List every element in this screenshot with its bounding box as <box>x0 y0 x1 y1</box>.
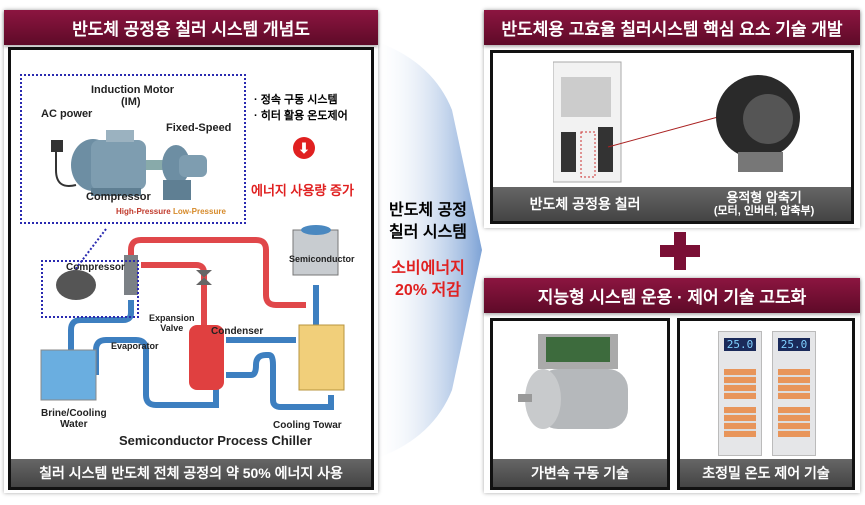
energy-reduction-label: 소비에너지 <box>391 260 465 277</box>
flow-arrow <box>372 40 482 460</box>
left-caption: 칠러 시스템 반도체 전체 공정의 약 50% 에너지 사용 <box>11 459 371 487</box>
energy-increase-label: 에너지 사용량 증가 <box>251 183 354 198</box>
bullet-item: · 정속 구동 시스템 <box>254 94 338 106</box>
chiller-caption: 반도체 공정용 칠러 <box>529 195 641 212</box>
high-pressure-label: High-Pressure <box>116 207 171 216</box>
temperature-display: 25.0 <box>778 338 810 351</box>
core-tech-panel: 반도체용 고효율 칠러시스템 핵심 요소 기술 개발 반도체 공정용 칠러 용적… <box>484 10 860 228</box>
bullet-list: · 정속 구동 시스템 · 히터 활용 온도제어 <box>254 92 348 124</box>
compressor-caption-line2: (모터, 인버터, 압축부) <box>713 205 815 218</box>
plus-icon <box>660 232 700 270</box>
left-panel-title: 반도체 공정용 칠러 시스템 개념도 <box>4 10 378 45</box>
brine-label-line1: Brine/Cooling <box>41 408 107 419</box>
brine-label-line2: Water <box>60 419 88 430</box>
middle-line2: 칠러 시스템 <box>388 224 468 241</box>
bottom-right-title: 지능형 시스템 운용 · 제어 기술 고도화 <box>484 278 860 313</box>
chiller-and-compressor-image <box>553 61 800 183</box>
compressor-highlight-box <box>41 260 139 318</box>
induction-motor-label: Induction Motor <box>91 84 175 96</box>
ac-power-label: AC power <box>41 108 93 120</box>
chiller-concept-panel: 반도체 공정용 칠러 시스템 개념도 Induction Motor (IM) … <box>4 10 378 493</box>
evaporator-label: Evaporator <box>111 341 159 351</box>
top-right-title: 반도체용 고효율 칠러시스템 핵심 요소 기술 개발 <box>484 10 860 45</box>
diagram-compressor-label: Compressor <box>66 262 125 273</box>
diagram-title: Semiconductor Process Chiller <box>119 433 312 448</box>
low-pressure-label: Low-Pressure <box>173 207 226 216</box>
inverter-motor-image <box>518 334 628 429</box>
expansion-valve-label-line2: Valve <box>160 322 184 333</box>
semiconductor-label: Semiconductor <box>289 254 355 264</box>
variable-speed-caption: 가변속 구동 기술 <box>493 459 667 487</box>
core-tech-frame: 반도체 공정용 칠러 용적형 압축기(모터, 인버터, 압축부) <box>490 50 854 224</box>
condenser-label: Condenser <box>211 326 264 337</box>
core-tech-captions: 반도체 공정용 칠러 용적형 압축기(모터, 인버터, 압축부) <box>493 187 851 221</box>
cooling-tower-label: Cooling Towar <box>273 420 342 431</box>
variable-speed-frame: 가변속 구동 기술 <box>490 318 670 490</box>
compressor-caption-line1: 용적형 압축기 <box>726 189 802 205</box>
control-tech-panel: 지능형 시스템 운용 · 제어 기술 고도화 가변속 구동 기술 25.0 25… <box>484 278 860 493</box>
middle-line1: 반도체 공정 <box>388 202 468 219</box>
compressor-caption: 용적형 압축기(모터, 인버터, 압축부) <box>714 190 815 219</box>
fixed-speed-label: Fixed-Speed <box>166 122 232 134</box>
energy-reduction-value: 20% 저감 <box>395 282 461 299</box>
down-arrow-circle-icon: ⬇ <box>293 137 315 159</box>
chiller-process-diagram <box>40 225 345 410</box>
im-label: (IM) <box>121 96 141 108</box>
temperature-controller: 25.0 <box>772 331 816 456</box>
compressor-label: Compressor <box>86 191 151 203</box>
expansion-valve-label-line1: Expansion <box>149 313 195 323</box>
temperature-control-caption: 초정밀 온도 제어 기술 <box>680 459 852 487</box>
induction-motor-illustration <box>51 130 207 200</box>
temperature-controller: 25.0 <box>718 331 762 456</box>
middle-summary: 반도체 공정 칠러 시스템 소비에너지 20% 저감 <box>378 200 478 302</box>
temperature-display: 25.0 <box>724 338 756 351</box>
temperature-control-frame: 25.0 25.0 초정밀 온도 제어 기술 <box>677 318 855 490</box>
bullet-item: · 히터 활용 온도제어 <box>254 110 348 122</box>
motor-highlight-box <box>20 74 246 224</box>
concept-frame: Induction Motor (IM) AC power Fixed-Spee… <box>8 47 374 490</box>
